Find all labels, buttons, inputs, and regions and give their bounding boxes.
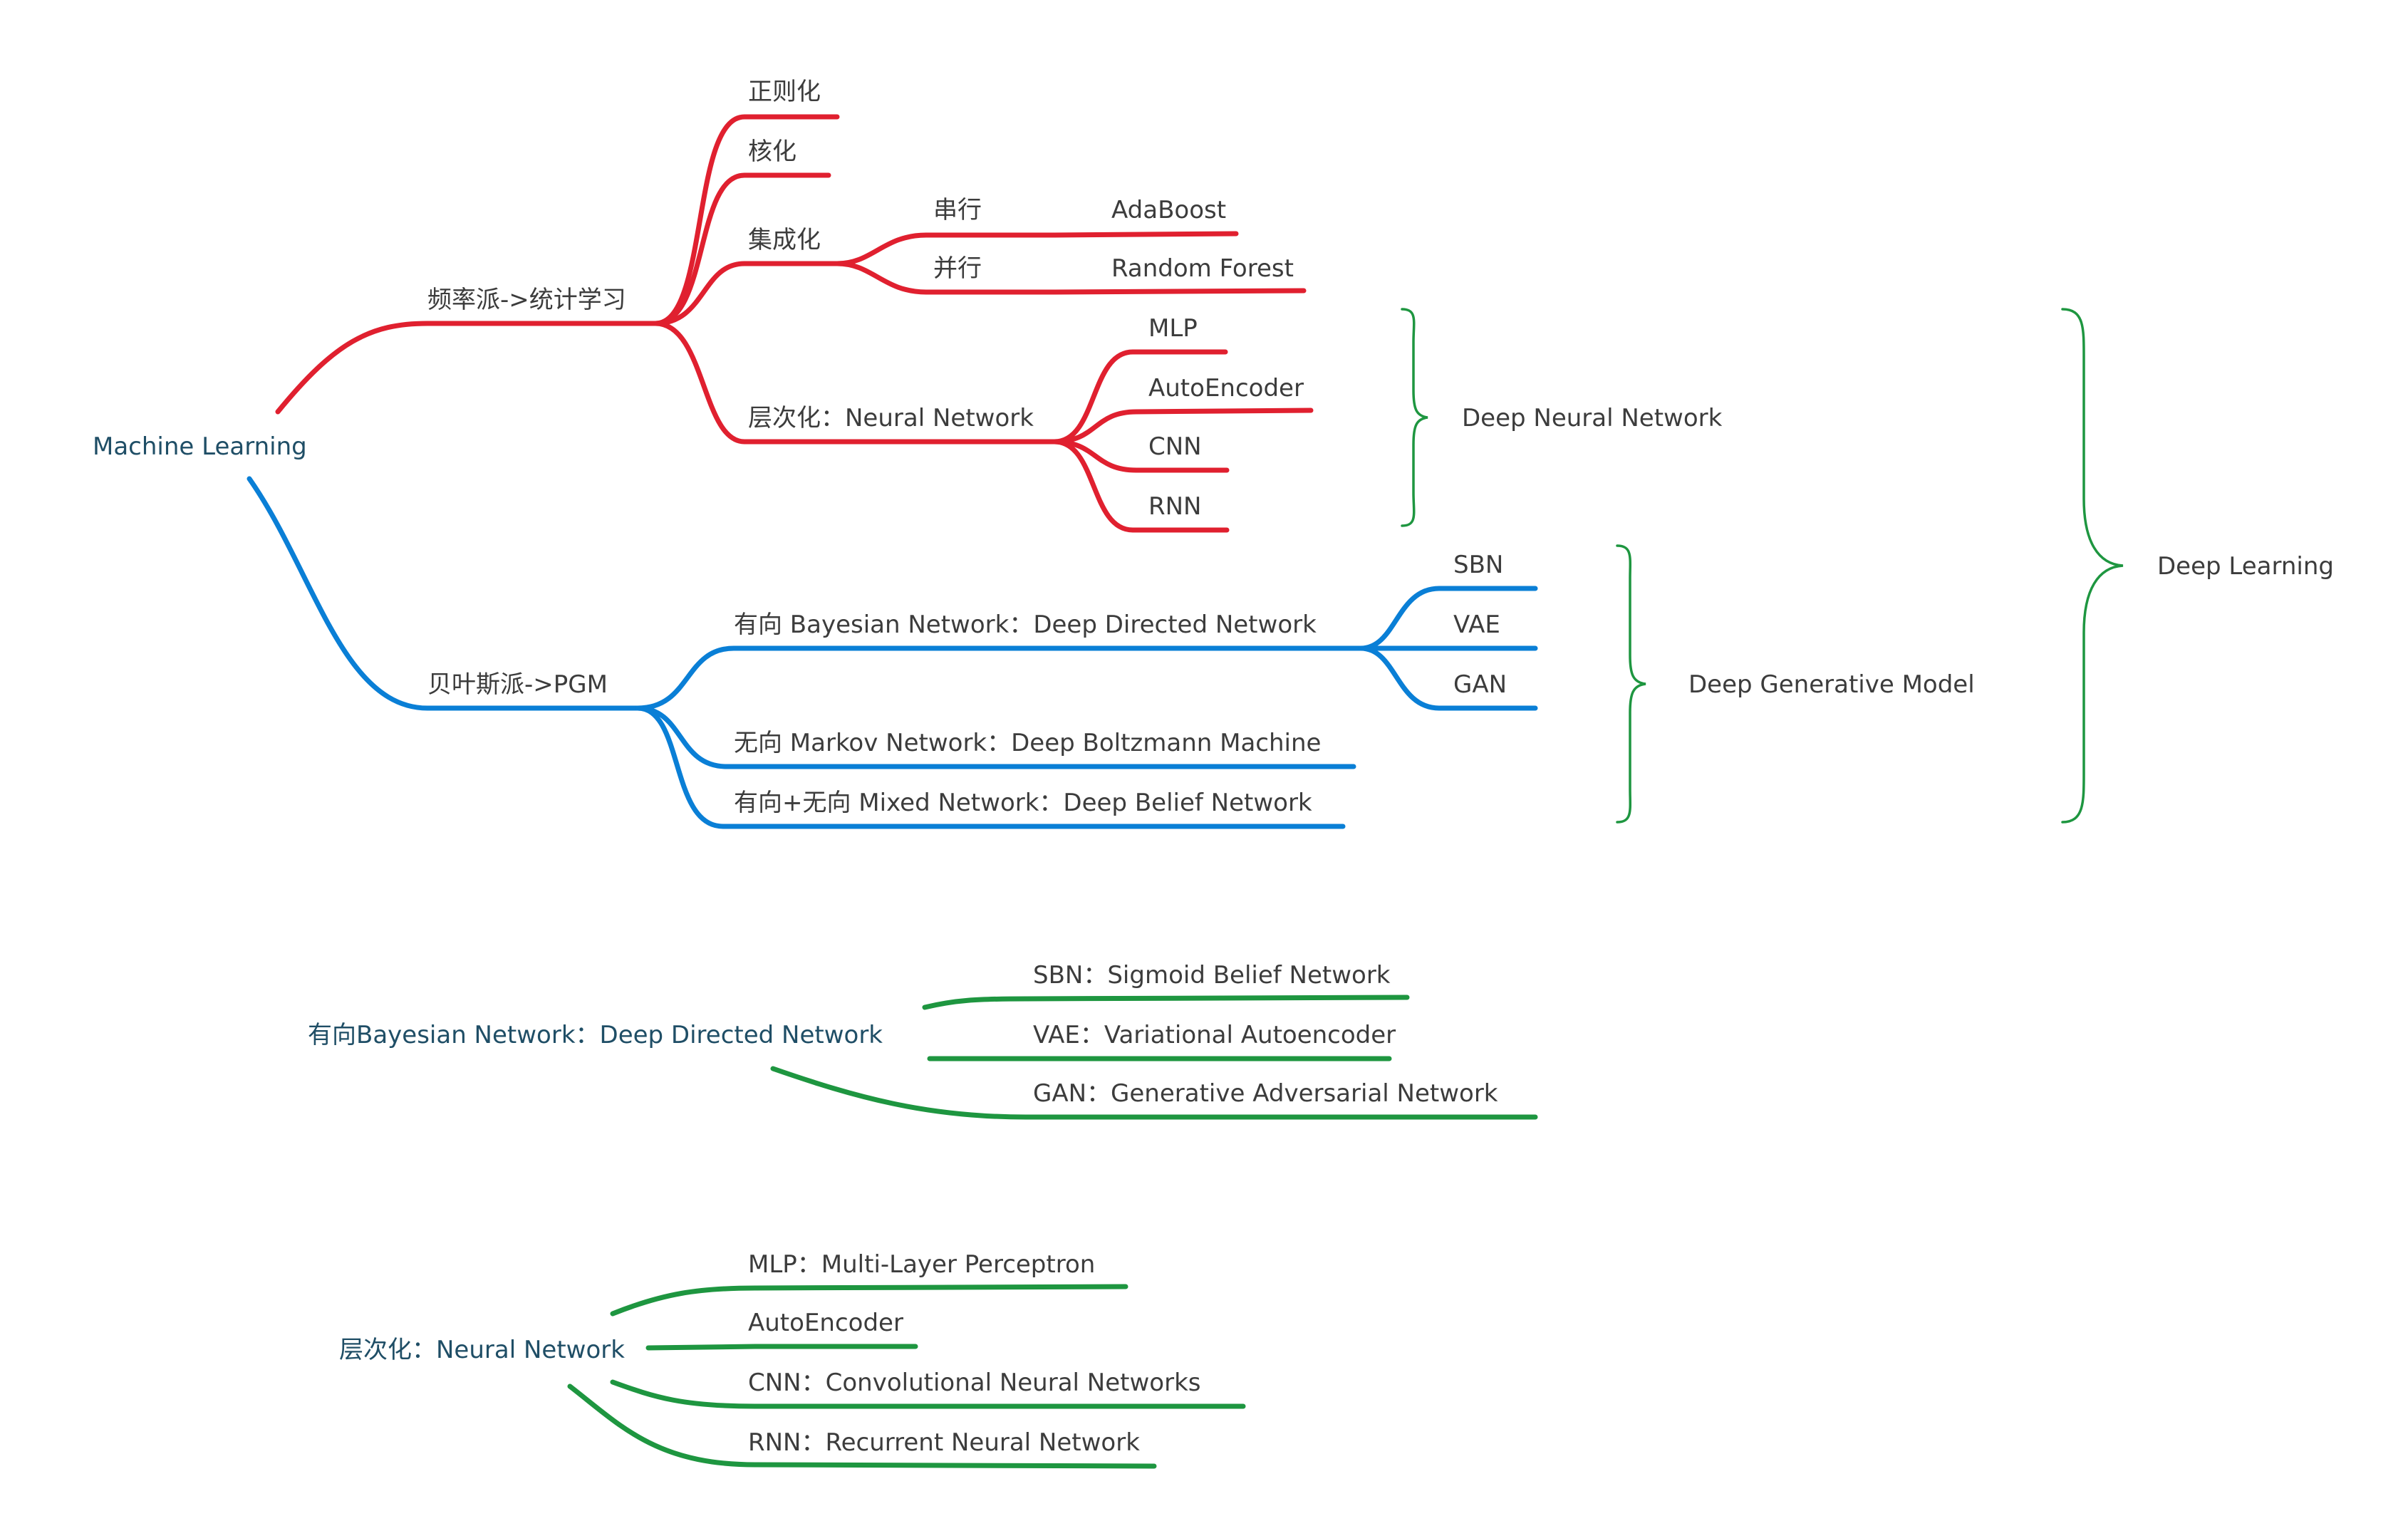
node-randomforest: Random Forest [1111, 254, 1294, 283]
node-parallel: 并行 [933, 254, 982, 283]
edge-frequentist-kernelization [653, 172, 831, 326]
brace-deep-generative-model [1616, 544, 1646, 824]
node-directed: 有向 Bayesian Network：Deep Directed Networ… [734, 611, 1317, 639]
node-gan: GAN [1453, 670, 1507, 699]
legend-directed-item-vae: VAE：Variational Autoencoder [1033, 1021, 1396, 1049]
edge-frequentist-hierarchical [653, 321, 1057, 445]
edge-frequentist-ensemble [653, 261, 840, 326]
node-cnn: CNN [1148, 432, 1202, 461]
edge-serial-adaboost [1052, 231, 1239, 238]
edge-ensemble-parallel [834, 261, 1057, 295]
legend-nn-item-rnn: RNN：Recurrent Neural Network [748, 1428, 1140, 1457]
edge-root-bayesian [246, 476, 640, 711]
group-label-dgm: Deep Generative Model [1688, 670, 1975, 699]
legend-directed-root: 有向Bayesian Network：Deep Directed Network [308, 1021, 883, 1049]
edge-bayesian-mixed [635, 705, 1346, 829]
brace-deep-learning [2061, 308, 2124, 824]
legend-nn-item-mlp: MLP：Multi-Layer Perceptron [748, 1250, 1095, 1279]
legend-nn-root: 层次化：Neural Network [339, 1336, 625, 1364]
group-label-dl: Deep Learning [2157, 552, 2334, 581]
node-mixed: 有向+无向 Mixed Network：Deep Belief Network [734, 789, 1312, 817]
edge-bayesian-undirected [635, 705, 1356, 769]
node-adaboost: AdaBoost [1111, 196, 1226, 224]
node-vae: VAE [1453, 611, 1500, 639]
node-autoencoder: AutoEncoder [1148, 374, 1304, 403]
node-regularization: 正则化 [748, 78, 821, 106]
edge-legend-directed-sbn [922, 995, 1410, 1010]
node-mlp: MLP [1148, 314, 1198, 343]
edge-hierarchical-mlp [1052, 349, 1228, 445]
edge-directed-sbn [1358, 586, 1538, 651]
edge-hierarchical-autoencoder [1052, 407, 1314, 445]
bayesian-branch: 贝叶斯派->PGM 有向 Bayesian Network：Deep Direc… [246, 476, 1538, 829]
brace-deep-neural-network [1401, 308, 1428, 527]
legend-directed-item-sbn: SBN：Sigmoid Belief Network [1033, 961, 1391, 990]
edge-parallel-randomforest [1052, 288, 1307, 295]
edge-legend-nn-rnn [567, 1383, 1157, 1469]
node-root: Machine Learning [93, 432, 307, 461]
edge-frequentist-regularization [653, 114, 840, 326]
edge-hierarchical-rnn [1052, 439, 1230, 533]
edge-directed-gan [1358, 645, 1538, 711]
edge-bayesian-directed [635, 645, 1364, 711]
node-frequentist: 频率派->统计学习 [427, 286, 626, 314]
edge-legend-nn-cnn [610, 1379, 1246, 1409]
node-serial: 串行 [933, 196, 982, 224]
node-rnn: RNN [1148, 492, 1202, 521]
legend-nn-item-autoencoder: AutoEncoder [748, 1309, 903, 1337]
legend-directed: 有向Bayesian Network：Deep Directed Network… [308, 961, 1538, 1120]
legend-nn: 层次化：Neural Network MLP：Multi-Layer Perce… [339, 1250, 1246, 1469]
group-braces: Deep Neural Network Deep Generative Mode… [1401, 308, 2334, 824]
node-hierarchical: 层次化：Neural Network [748, 404, 1034, 432]
node-ensemble: 集成化 [748, 226, 821, 254]
node-bayesian: 贝叶斯派->PGM [427, 670, 608, 699]
legend-nn-item-cnn: CNN：Convolutional Neural Networks [748, 1369, 1200, 1397]
group-label-dnn: Deep Neural Network [1462, 404, 1723, 432]
edge-root-frequentist [275, 321, 658, 415]
edge-legend-directed-gan [770, 1066, 1538, 1120]
legend-directed-item-gan: GAN：Generative Adversarial Network [1033, 1079, 1498, 1108]
node-kernelization: 核化 [748, 137, 796, 166]
frequentist-branch: 频率派->统计学习 正则化 核化 集成化 串行 并行 AdaBoost Rand… [275, 78, 1314, 533]
node-sbn: SBN [1453, 551, 1503, 579]
edge-ensemble-serial [834, 232, 1057, 266]
edge-legend-nn-mlp [610, 1284, 1128, 1317]
edge-legend-nn-autoencoder [645, 1344, 918, 1351]
node-undirected: 无向 Markov Network：Deep Boltzmann Machine [734, 729, 1321, 757]
